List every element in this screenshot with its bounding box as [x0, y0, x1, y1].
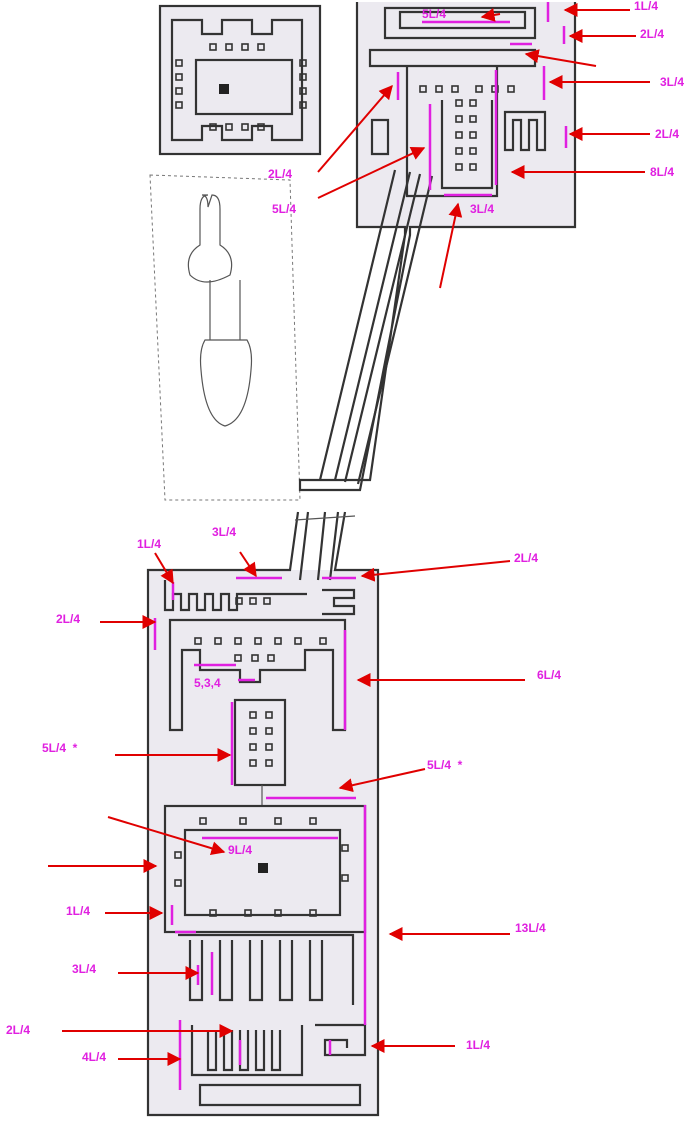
label-upper-3L4-bottom: 3L/4 — [470, 202, 494, 216]
dimension-labels: 1L/4 5L/4 2L/4 3L/4 2L/4 8L/4 2L/4 5L/4 … — [6, 0, 684, 1064]
label-upper-1L4: 1L/4 — [634, 0, 658, 13]
upper-plan — [298, 2, 577, 492]
label-lower-3L4-top: 3L/4 — [212, 525, 236, 539]
label-lower-9L4: 9L/4 — [228, 843, 252, 857]
label-lower-2L4-left: 2L/4 — [56, 612, 80, 626]
label-upper-2L4-right-mid: 2L/4 — [655, 127, 679, 141]
annotation-arrows — [48, 3, 650, 1066]
sarcophagus-outline — [149, 174, 301, 501]
label-lower-2L4-bottom: 2L/4 — [6, 1023, 30, 1037]
lower-plan — [146, 511, 380, 1117]
label-upper-5L4-left: 5L/4 — [272, 202, 296, 216]
label-upper-2L4-right-top: 2L/4 — [640, 27, 664, 41]
label-lower-1L4-bottom: 1L/4 — [466, 1038, 490, 1052]
label-upper-8L4: 8L/4 — [650, 165, 674, 179]
lower-pillars — [174, 597, 349, 917]
label-lower-13L4: 13L/4 — [515, 921, 546, 935]
label-lower-2L4-right: 2L/4 — [514, 551, 538, 565]
inset-chamber-plan — [158, 4, 322, 156]
label-upper-2L4-left: 2L/4 — [268, 167, 292, 181]
label-lower-5L4-right: 5L/4 * — [427, 758, 463, 772]
label-lower-1L4-top: 1L/4 — [137, 537, 161, 551]
inset-pillars — [175, 43, 307, 131]
label-lower-5L4-left: 5L/4 * — [42, 741, 78, 755]
label-upper-5L4-top: 5L/4 — [422, 7, 446, 21]
label-lower-4L4: 4L/4 — [82, 1050, 106, 1064]
label-upper-3L4-right: 3L/4 — [660, 75, 684, 89]
label-lower-6L4: 6L/4 — [537, 668, 561, 682]
label-lower-1L4-mid: 1L/4 — [66, 904, 90, 918]
label-lower-3L4-bottom: 3L/4 — [72, 962, 96, 976]
label-lower-534: 5,3,4 — [194, 676, 221, 690]
